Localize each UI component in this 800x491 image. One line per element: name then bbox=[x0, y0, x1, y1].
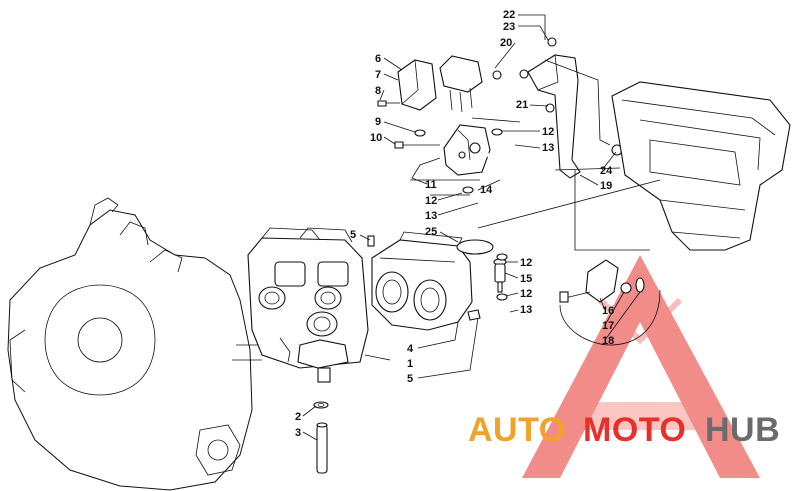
callout-4: 4 bbox=[407, 343, 414, 355]
callout-1: 1 bbox=[407, 358, 413, 370]
callout-13-b: 13 bbox=[425, 210, 437, 222]
hose-clamp bbox=[456, 239, 494, 255]
watermark-auto: AUTO bbox=[468, 411, 566, 449]
callout-18: 18 bbox=[602, 335, 614, 347]
mounting-bracket bbox=[519, 54, 581, 179]
washers-bracket bbox=[492, 37, 623, 156]
callout-14: 14 bbox=[480, 184, 493, 196]
fuel-filter bbox=[493, 258, 507, 293]
callout-17: 17 bbox=[602, 320, 614, 332]
throttle-linkage bbox=[559, 259, 645, 303]
carburetor-assembly bbox=[247, 227, 369, 383]
callout-2: 2 bbox=[295, 411, 301, 423]
callout-9: 9 bbox=[375, 116, 381, 128]
callout-21: 21 bbox=[516, 99, 528, 111]
air-intake-silencer bbox=[371, 231, 473, 331]
callout-6: 6 bbox=[375, 53, 381, 65]
engine-outline bbox=[7, 197, 268, 491]
assembly-lines bbox=[410, 117, 661, 251]
callout-22: 22 bbox=[503, 9, 515, 21]
callout-5-b: 5 bbox=[407, 373, 413, 385]
callout-20: 20 bbox=[500, 37, 512, 49]
screw-upper bbox=[367, 235, 375, 247]
callout-13-a: 13 bbox=[542, 142, 554, 154]
callout-labels: 22 23 20 6 7 8 21 9 10 12 13 24 11 12 14… bbox=[295, 9, 614, 439]
watermark-logo-triangle bbox=[522, 255, 760, 478]
callout-3: 3 bbox=[295, 427, 301, 439]
ignition-coil bbox=[397, 55, 483, 113]
watermark-text: AUTO MOTO HUB bbox=[468, 411, 780, 449]
callout-12-c: 12 bbox=[520, 257, 532, 269]
screws-left bbox=[377, 100, 440, 149]
callout-12-d: 12 bbox=[520, 288, 532, 300]
clamps bbox=[462, 128, 508, 301]
callout-7: 7 bbox=[375, 69, 381, 81]
callout-12-a: 12 bbox=[542, 126, 554, 138]
callout-8: 8 bbox=[375, 85, 381, 97]
callout-10: 10 bbox=[370, 132, 382, 144]
callout-5-a: 5 bbox=[350, 229, 356, 241]
drain-tube bbox=[313, 401, 329, 474]
callout-11: 11 bbox=[425, 179, 437, 191]
watermark-moto: MOTO bbox=[583, 411, 686, 449]
screw-lower bbox=[467, 309, 481, 321]
callout-13-c: 13 bbox=[520, 304, 532, 316]
callout-25: 25 bbox=[425, 226, 437, 238]
callout-19: 19 bbox=[600, 180, 612, 192]
fuel-pump bbox=[443, 124, 491, 176]
callout-24: 24 bbox=[600, 165, 613, 177]
airbox-outline bbox=[611, 81, 791, 251]
callout-15: 15 bbox=[520, 273, 532, 285]
callout-23: 23 bbox=[503, 21, 515, 33]
watermark-hub: HUB bbox=[705, 411, 780, 449]
callout-16: 16 bbox=[602, 305, 614, 317]
callout-12-b: 12 bbox=[425, 195, 437, 207]
leader-lines bbox=[302, 14, 661, 441]
